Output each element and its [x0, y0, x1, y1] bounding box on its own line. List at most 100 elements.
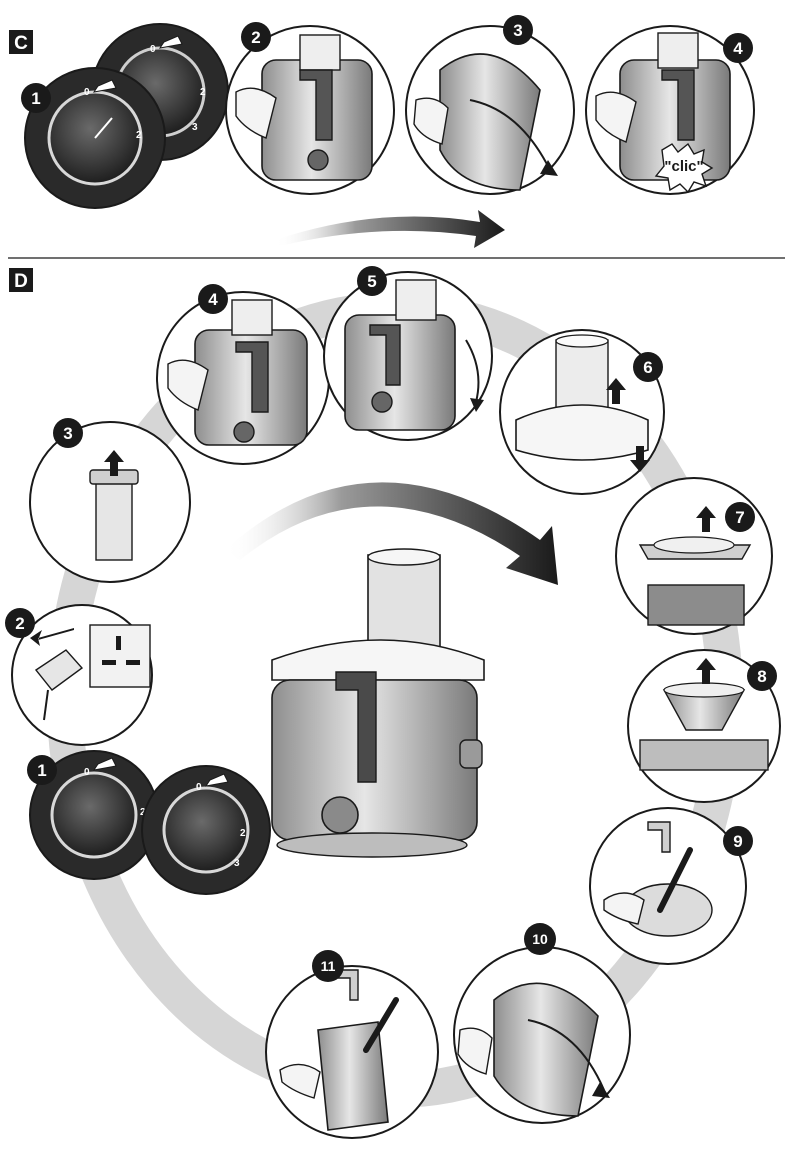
- step-d3-number: 3: [63, 424, 72, 443]
- hand-icon: [167, 359, 209, 411]
- step-c4-badge: [723, 33, 753, 63]
- feed-tube: [657, 32, 699, 69]
- feed-tube: [231, 299, 273, 336]
- motor-unit: [647, 584, 745, 626]
- filter-rim: [653, 536, 735, 554]
- dial-knob: [233, 421, 255, 443]
- step-d6-number: 6: [643, 358, 652, 377]
- plug-icon: [34, 649, 84, 691]
- step-c2-number: 2: [251, 28, 260, 47]
- hand-icon: [279, 1063, 321, 1099]
- step-d4-number: 4: [208, 290, 218, 309]
- step-d1-number: 1: [37, 761, 46, 780]
- step-d9-number: 9: [733, 832, 742, 851]
- dial-b-three: 3: [192, 122, 198, 133]
- step-c4-callout: "clic": [664, 158, 703, 175]
- wall-socket: [89, 624, 151, 688]
- hand-icon: [413, 97, 449, 145]
- filter-cone-rim: [663, 682, 745, 698]
- step-d4: 4: [156, 284, 330, 465]
- down-arrow-icon: [630, 446, 650, 472]
- locking-arm: [299, 69, 333, 141]
- step-d11-number: 11: [321, 958, 336, 974]
- step-d8: 8: [627, 649, 781, 803]
- step-d10-badge: [524, 923, 556, 955]
- dial-b-knob: [162, 786, 250, 874]
- section-d-label: D: [14, 271, 28, 292]
- central-juicer: [271, 548, 485, 858]
- lift-arrow-icon: [696, 506, 716, 532]
- step-d2-number: 2: [15, 614, 24, 633]
- dial-b-zero: 0: [196, 782, 202, 793]
- dial-a-knob: [50, 771, 138, 859]
- section-c-box: [9, 30, 33, 54]
- dial-a-zero: 0: [84, 767, 90, 778]
- step-c2: 2: [225, 22, 395, 195]
- hand-icon: [603, 892, 645, 925]
- feed-tube: [555, 339, 609, 411]
- step-d2-badge: [5, 608, 35, 638]
- collar: [639, 739, 769, 771]
- step-d9-badge: [723, 826, 753, 856]
- pour-arrow-icon: [527, 1019, 605, 1091]
- base-foot: [276, 832, 468, 858]
- pulp-container: [439, 53, 541, 191]
- unplug-arrow-icon: [30, 628, 74, 646]
- step-d5-badge: [357, 266, 387, 296]
- feed-tube: [299, 34, 341, 71]
- locking-arm: [369, 324, 401, 386]
- step-d11-badge: [312, 950, 344, 982]
- socket-slot: [126, 660, 140, 665]
- locking-arm: [335, 671, 377, 783]
- dial-a-pointer: [94, 117, 113, 139]
- step-d8-number: 8: [757, 667, 766, 686]
- sequence-arrow-icon: [275, 210, 505, 248]
- step-d8-badge: [747, 661, 777, 691]
- step-d2: 2: [5, 604, 153, 746]
- feed-tube: [395, 279, 437, 321]
- lift-arrow-icon: [104, 450, 124, 476]
- dial-b-two: 2: [240, 828, 246, 839]
- section-d-box: [9, 268, 33, 292]
- cord: [43, 689, 49, 721]
- brush-icon: [363, 997, 399, 1053]
- step-d10-number: 10: [532, 931, 548, 947]
- step-d1-badge: [27, 755, 57, 785]
- step-d5-number: 5: [367, 272, 376, 291]
- hand-icon: [595, 91, 637, 143]
- dial-a-two: 2: [140, 807, 146, 818]
- step-d7: 7: [615, 477, 773, 635]
- step-d3: 3: [29, 418, 191, 583]
- dial-b-arrow-icon: [204, 773, 229, 787]
- dial-a-zero: 0: [84, 87, 90, 98]
- feed-tube-top: [555, 334, 609, 348]
- section-c: C 0 2 3 0 2 1 2: [9, 15, 755, 248]
- feed-tube: [367, 554, 441, 656]
- step-d6: 6: [499, 329, 665, 495]
- feed-tube-top: [367, 548, 441, 566]
- section-d: D 0 2 0 2 3: [5, 266, 781, 1139]
- step-d10: 10: [453, 923, 631, 1124]
- step-c4-number: 4: [733, 39, 743, 58]
- step-d3-badge: [53, 418, 83, 448]
- hand-icon: [235, 87, 277, 139]
- lift-arrow-icon: [696, 658, 716, 684]
- step-c3-badge: [503, 15, 533, 45]
- dial-a-two: 2: [136, 130, 142, 141]
- lid: [515, 404, 649, 461]
- dial-a-arrow-icon: [92, 757, 117, 771]
- step-c1-badge: [21, 83, 51, 113]
- pour-arrow-icon: [469, 99, 551, 171]
- release-arrowhead-icon: [470, 398, 484, 412]
- pour-arrowhead-icon: [592, 1082, 610, 1098]
- locking-arm: [661, 69, 695, 141]
- step-c1-dials: 0 2 3 0 2 1: [21, 23, 229, 209]
- socket-slot: [116, 636, 121, 650]
- dial-b-two: 2: [200, 87, 206, 98]
- section-c-label: C: [14, 33, 28, 54]
- step-d6-badge: [633, 352, 663, 382]
- cycle-arrow-icon: [225, 482, 558, 585]
- dial-knob: [371, 391, 393, 413]
- release-arrow-icon: [465, 339, 480, 403]
- dial-b-arrow-icon: [158, 35, 183, 49]
